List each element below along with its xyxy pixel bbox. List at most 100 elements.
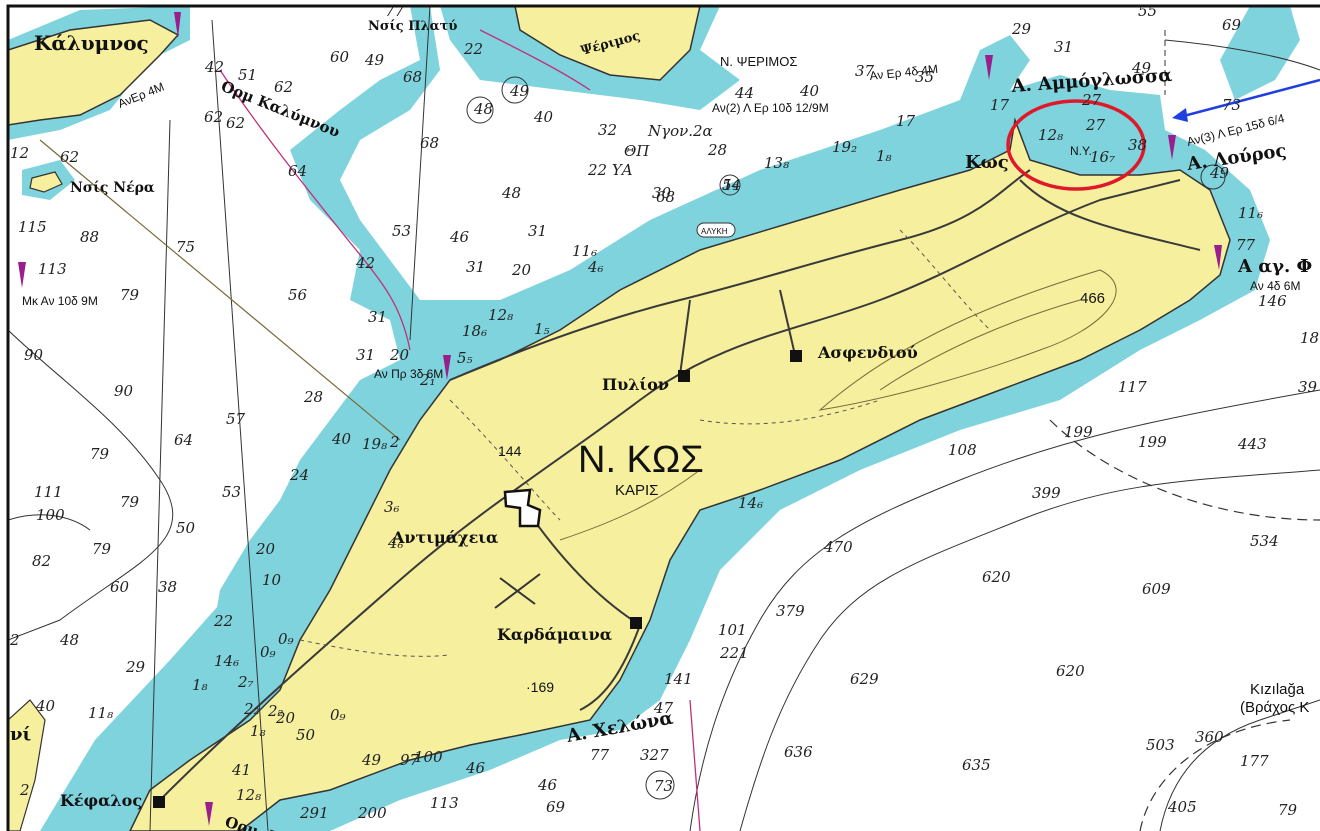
depth-sounding: 17: [896, 112, 916, 130]
depth-sounding: 629: [850, 670, 879, 688]
depth-sounding: 39: [1298, 378, 1318, 396]
label-ag-f: Α αγ. Φ: [1237, 256, 1312, 277]
shallow-water-west: [210, 6, 500, 680]
depth-sounding: 38: [158, 578, 177, 596]
depth-sounding: 18₆: [462, 322, 487, 340]
light-marker-kefalos: [205, 802, 213, 826]
town-markers: [153, 350, 802, 808]
depth-sounding: 48: [501, 184, 521, 202]
depth-sounding: 79: [90, 445, 110, 463]
depth-sounding: 470: [823, 538, 853, 556]
depth-sounding: 291: [299, 804, 329, 822]
depth-sounding: 28: [303, 388, 323, 406]
alyki-lake: [696, 222, 736, 238]
depth-sounding: 69: [1222, 16, 1242, 34]
depth-sounding: 27: [1081, 91, 1102, 109]
depth-sounding: 2: [19, 781, 30, 799]
depth-sounding: 28: [707, 141, 727, 159]
depth-sounding: 73: [654, 777, 673, 795]
depth-sounding: 30: [652, 184, 672, 202]
light-marker-ammoglossa: [985, 55, 993, 80]
depth-sounding: 2₂: [243, 700, 260, 718]
depth-sounding: 73: [1222, 96, 1241, 114]
depth-sounding: 48: [59, 631, 79, 649]
label-kos-town: Κως: [965, 152, 1009, 173]
roads: [159, 169, 1201, 801]
depth-sounding: 10: [262, 571, 282, 589]
depth-sounding: 40: [799, 82, 820, 100]
depth-sounding: 79: [120, 286, 140, 304]
depth-sounding: 2: [9, 631, 20, 649]
depth-sounding: 53: [222, 483, 241, 501]
depth-sounding: 41: [231, 761, 251, 779]
depth-sounding: 60: [110, 578, 130, 596]
depth-sounding: 31: [528, 222, 547, 240]
depth-sounding: 68: [403, 68, 422, 86]
depth-sounding: 50: [296, 726, 316, 744]
depth-sounding: 360: [1195, 728, 1224, 746]
depth-sounding: 20: [389, 346, 410, 364]
depth-sounding: 405: [1167, 798, 1197, 816]
height-contours: [559, 269, 1117, 541]
depth-sounding: 69: [546, 798, 566, 816]
depth-sounding: 0₉: [278, 630, 294, 648]
blue-arrow-head: [1172, 108, 1188, 122]
depth-sounding: 199: [1138, 433, 1167, 451]
light-label-ny: Ν.Υ.: [1070, 144, 1092, 158]
depth-sounding: 88: [80, 228, 99, 246]
highlight-circle: [1006, 99, 1146, 191]
depth-sounding: 47: [653, 699, 674, 717]
label-n-pserimos: Ν. ΨΕΡΙΜΟΣ: [720, 54, 797, 69]
depth-sounding: 20: [511, 261, 532, 279]
depth-sounding: 77: [1236, 236, 1256, 254]
depth-sounding: 48: [473, 100, 493, 118]
depth-sounding: 62: [226, 114, 245, 132]
light-marker-louros: [1168, 135, 1176, 160]
light-label-mk: Μκ Αν 10δ 9Μ: [22, 294, 98, 308]
castle-symbol: [503, 488, 542, 528]
depth-sounding: 79: [92, 540, 112, 558]
depth-sounding: 62: [274, 78, 293, 96]
depth-sounding: 54: [722, 176, 741, 194]
ferry-route: [219, 69, 411, 351]
depth-sounding: 5₅: [457, 349, 473, 367]
depth-sounding: 146: [1258, 292, 1287, 310]
pserimos-land: [514, 6, 701, 81]
depth-sounding: 46: [449, 228, 470, 246]
depth-sounding: 49: [361, 751, 382, 769]
depth-sounding: 97: [400, 751, 420, 769]
depth-sounding: 29: [1011, 20, 1032, 38]
depth-sounding: 44: [734, 84, 754, 102]
depth-sounding: 79: [120, 493, 140, 511]
depth-sounding: 399: [1032, 484, 1061, 502]
depth-sounding: 12: [10, 144, 29, 162]
label-kardamaina: Καρδάμαινα: [497, 625, 612, 644]
height-144: 144: [498, 443, 522, 459]
light-label-antimacheia: Αν Πρ 3δ 6Μ: [374, 367, 443, 381]
depth-sounding: 38: [1128, 136, 1147, 154]
town-marker-pylion: [678, 370, 690, 382]
depth-sounding: 42: [204, 58, 224, 76]
depth-sounding: 31: [1054, 38, 1073, 56]
depth-sounding: 177: [1240, 752, 1269, 770]
depth-sounding: 12₈: [236, 786, 261, 804]
bearing-line-nw: [39, 139, 401, 441]
depth-sounding: 31: [356, 346, 375, 364]
depth-sounding: 49: [1131, 59, 1152, 77]
label-thp: ΘΠ: [624, 142, 650, 160]
depth-sounding: 108: [948, 441, 977, 459]
depth-sounding: 100: [36, 506, 65, 524]
depth-sounding: 503: [1146, 736, 1175, 754]
depth-sounding: 49: [1209, 164, 1230, 182]
height-169: ·169: [526, 679, 554, 695]
restricted-area-arc-south: [1139, 719, 1291, 831]
depth-sounding: 3₆: [384, 498, 400, 516]
depth-sounding: 443: [1237, 435, 1267, 453]
depth-sounding: 1₅: [534, 320, 550, 338]
depth-sounding: 51: [238, 66, 257, 84]
depth-sounding: 1₈: [250, 722, 266, 740]
depth-sounding: 12₈: [488, 306, 513, 324]
ferry-route-2: [479, 29, 591, 91]
